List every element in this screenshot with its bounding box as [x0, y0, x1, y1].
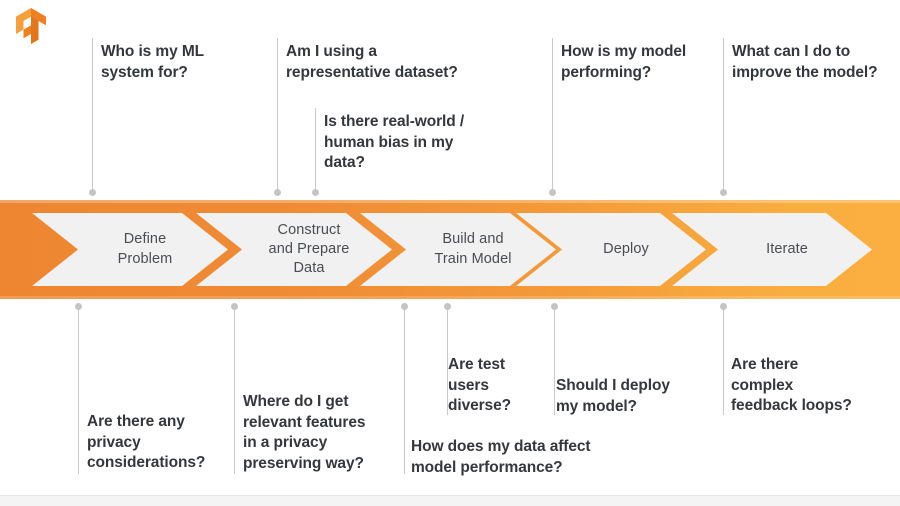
- step-label-deploy: Deploy: [603, 240, 649, 257]
- step-build-train-model[interactable]: Build and Train Model: [360, 200, 556, 299]
- connector-dot: [274, 189, 281, 196]
- tensorflow-logo: [16, 8, 46, 44]
- step-construct-prepare-data[interactable]: Construct and Prepare Data: [196, 200, 392, 299]
- connector-dot: [401, 303, 408, 310]
- chevron-shape: [672, 213, 872, 286]
- step-label-construct-prepare-data: Construct and Prepare Data: [268, 221, 350, 277]
- connector-line: [404, 306, 405, 474]
- callout-where-do-i-get-relevant-features: Where do I get relevant features in a pr…: [243, 393, 366, 472]
- connector-dot: [549, 189, 556, 196]
- callout-should-i-deploy-my-model: Should I deploy my model?: [556, 377, 670, 415]
- callout-am-i-using-a-representative-dataset: Am I using a representative dataset?: [286, 43, 458, 81]
- step-label-iterate: Iterate: [766, 240, 808, 257]
- process-steps: Define Problem Construct and Prepare Data…: [0, 200, 900, 299]
- connector-line: [447, 306, 448, 415]
- connector-line: [552, 38, 553, 193]
- step-define-problem[interactable]: Define Problem: [32, 200, 228, 299]
- connector-dot: [720, 189, 727, 196]
- connector-line: [723, 306, 724, 415]
- connector-line: [78, 306, 79, 474]
- footer-strip: [0, 495, 900, 506]
- connector-dot: [231, 303, 238, 310]
- chevron-shape: [516, 213, 706, 286]
- connector-line: [554, 306, 555, 415]
- connector-line: [723, 38, 724, 193]
- connector-dot: [444, 303, 451, 310]
- callout-are-there-complex-feedback-loops: Are there complex feedback loops?: [731, 356, 852, 415]
- step-deploy[interactable]: Deploy: [516, 200, 706, 299]
- chevron-shape: [360, 213, 556, 286]
- callout-is-there-real-world-human-bias: Is there real-world / human bias in my d…: [324, 113, 465, 172]
- connector-dot: [551, 303, 558, 310]
- chevron-shape: [32, 213, 228, 286]
- connector-dot: [312, 189, 319, 196]
- callout-are-test-users-diverse: Are test users diverse?: [448, 356, 511, 415]
- connector-line: [234, 306, 235, 474]
- callout-are-there-any-privacy-considerations: Are there any privacy considerations?: [87, 413, 206, 472]
- connector-dot: [720, 303, 727, 310]
- connector-line: [277, 38, 278, 193]
- step-label-define-problem: Define Problem: [117, 231, 173, 267]
- callout-how-does-my-data-affect-model-performance: How does my data affect model performanc…: [411, 438, 591, 476]
- connector-line: [315, 108, 316, 193]
- connector-line: [92, 38, 93, 193]
- step-label-build-train-model: Build and Train Model: [434, 231, 512, 267]
- callout-who-is-my-ml-system-for: Who is my ML system for?: [101, 43, 204, 81]
- callout-how-is-my-model-performing: How is my model performing?: [561, 43, 687, 81]
- step-iterate[interactable]: Iterate: [672, 200, 872, 299]
- connector-dot: [75, 303, 82, 310]
- callout-what-can-i-do-to-improve-the-model: What can I do to improve the model?: [732, 43, 878, 81]
- connector-dot: [89, 189, 96, 196]
- chevron-shape: [196, 213, 392, 286]
